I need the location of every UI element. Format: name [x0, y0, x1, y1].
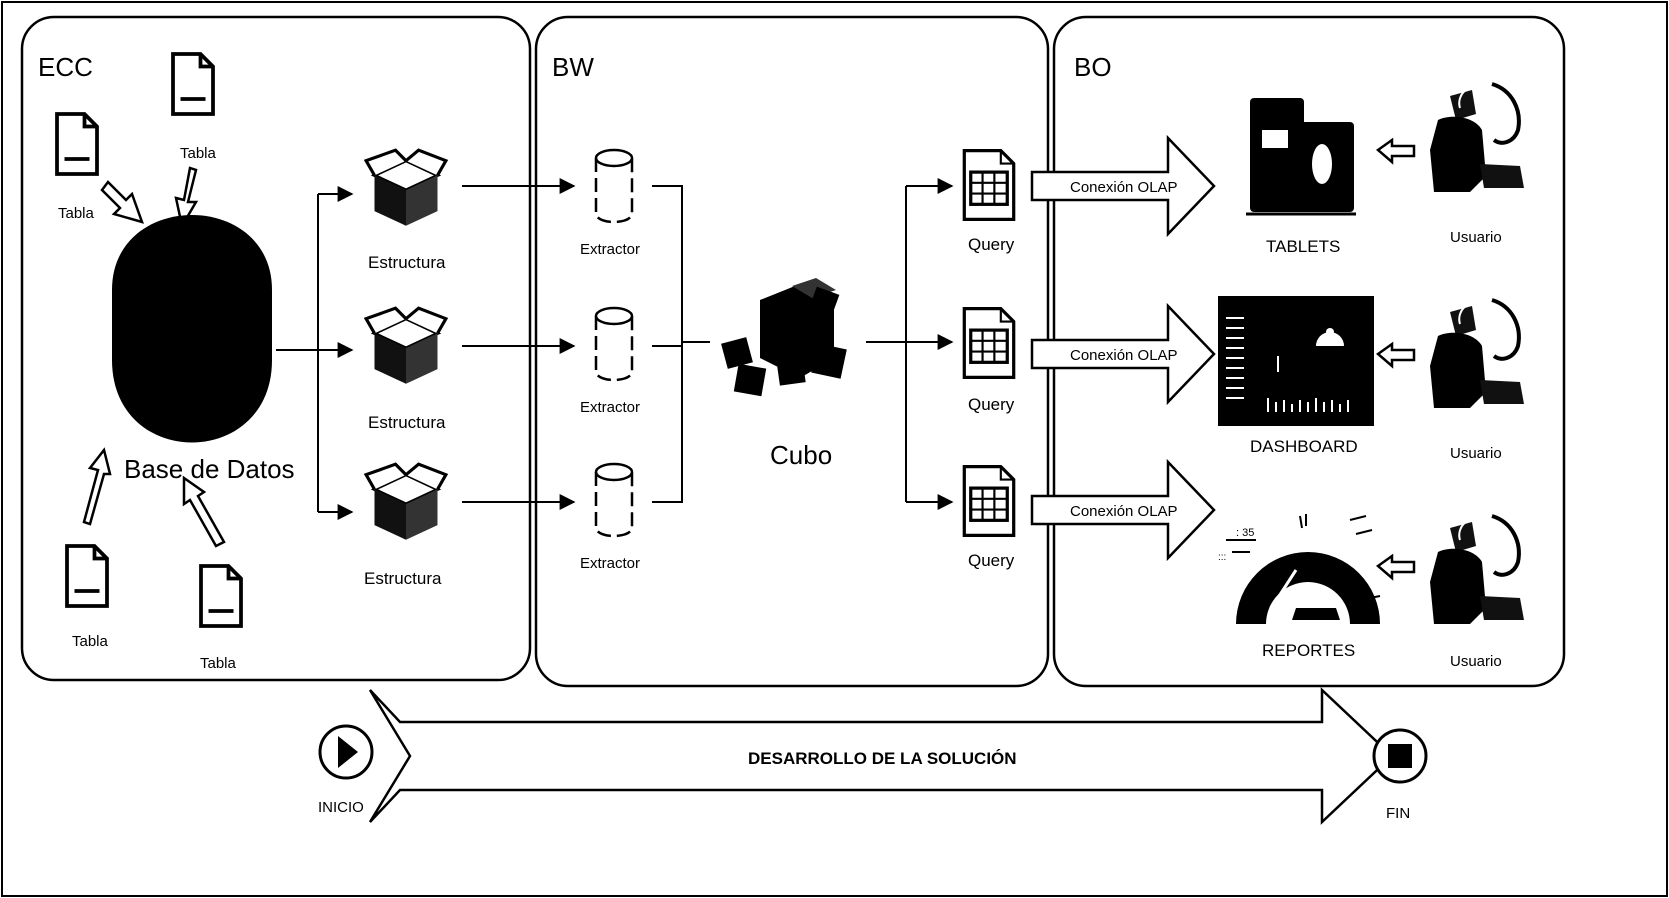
olap-connection-label: Conexión OLAP: [1070, 179, 1178, 196]
structure-label: Estructura: [364, 569, 442, 588]
query-label: Query: [968, 235, 1015, 254]
reportes-gauge-icon: : 35 :::: [1218, 514, 1381, 624]
user-label: Usuario: [1450, 653, 1502, 670]
output-label-tablets: TABLETS: [1266, 237, 1340, 256]
panel-title-bo: BO: [1074, 52, 1112, 82]
table-label: Tabla: [58, 205, 95, 222]
hollow-arrows-to-database: [82, 166, 226, 548]
extractor-to-cube-connectors: [652, 185, 710, 503]
query-icon: [962, 465, 1016, 537]
query-icon: [962, 307, 1016, 379]
extractor-cylinder-icon: [594, 148, 634, 224]
user-label: Usuario: [1450, 229, 1502, 246]
output-label-reportes: REPORTES: [1262, 641, 1355, 660]
cube-label: Cubo: [770, 440, 832, 470]
olap-connection-arrow: Conexión OLAP: [1030, 302, 1216, 406]
extractor-label: Extractor: [580, 241, 640, 258]
cube-to-query-connectors: [866, 178, 954, 510]
dashboard-icon: [1218, 296, 1374, 426]
extractor-cylinder-icon: [594, 462, 634, 538]
structure-label: Estructura: [368, 413, 446, 432]
stop-icon: [1388, 744, 1412, 768]
table-doc-icon: [171, 52, 215, 116]
extractor-label: Extractor: [580, 555, 640, 572]
cube-icon: [721, 278, 847, 397]
query-label: Query: [968, 395, 1015, 414]
user-to-output-arrows: [1375, 137, 1416, 581]
user-label: Usuario: [1450, 445, 1502, 462]
structure-to-extractor-arrows: [462, 178, 576, 510]
solution-timeline-arrow: DESARROLLO DE LA SOLUCIÓN: [368, 687, 1394, 825]
extractor-cylinder-icon: [594, 306, 634, 382]
end-label: FIN: [1386, 805, 1410, 822]
table-doc-icon: [65, 544, 109, 608]
table-doc-icon: [199, 564, 243, 628]
table-label: Tabla: [72, 633, 109, 650]
table-doc-icon: [55, 112, 99, 176]
table-label: Tabla: [180, 145, 217, 162]
start-play-button: [318, 724, 374, 780]
query-label: Query: [968, 551, 1015, 570]
play-icon: [338, 736, 358, 768]
olap-connection-label: Conexión OLAP: [1070, 347, 1178, 364]
panel-title-bw: BW: [552, 52, 594, 82]
svg-text:: 35: : 35: [1236, 527, 1254, 539]
tablets-icon: [1246, 98, 1356, 216]
start-label: INICIO: [318, 799, 364, 816]
olap-connection-label: Conexión OLAP: [1070, 503, 1178, 520]
query-icon: [962, 149, 1016, 221]
extractor-label: Extractor: [580, 399, 640, 416]
database-icon: [112, 215, 272, 443]
timeline-label: DESARROLLO DE LA SOLUCIÓN: [748, 749, 1017, 768]
structure-label: Estructura: [368, 253, 446, 272]
panel-title-ecc: ECC: [38, 52, 93, 82]
olap-connection-arrow: Conexión OLAP: [1030, 134, 1216, 238]
database-label: Base de Datos: [124, 454, 295, 484]
database-to-structure-connectors: [276, 186, 354, 520]
output-label-dashboard: DASHBOARD: [1250, 437, 1358, 456]
end-stop-button: [1372, 728, 1428, 784]
table-label: Tabla: [200, 655, 237, 672]
svg-text::::: :::: [1218, 552, 1226, 563]
olap-connection-arrow: Conexión OLAP: [1030, 458, 1216, 562]
